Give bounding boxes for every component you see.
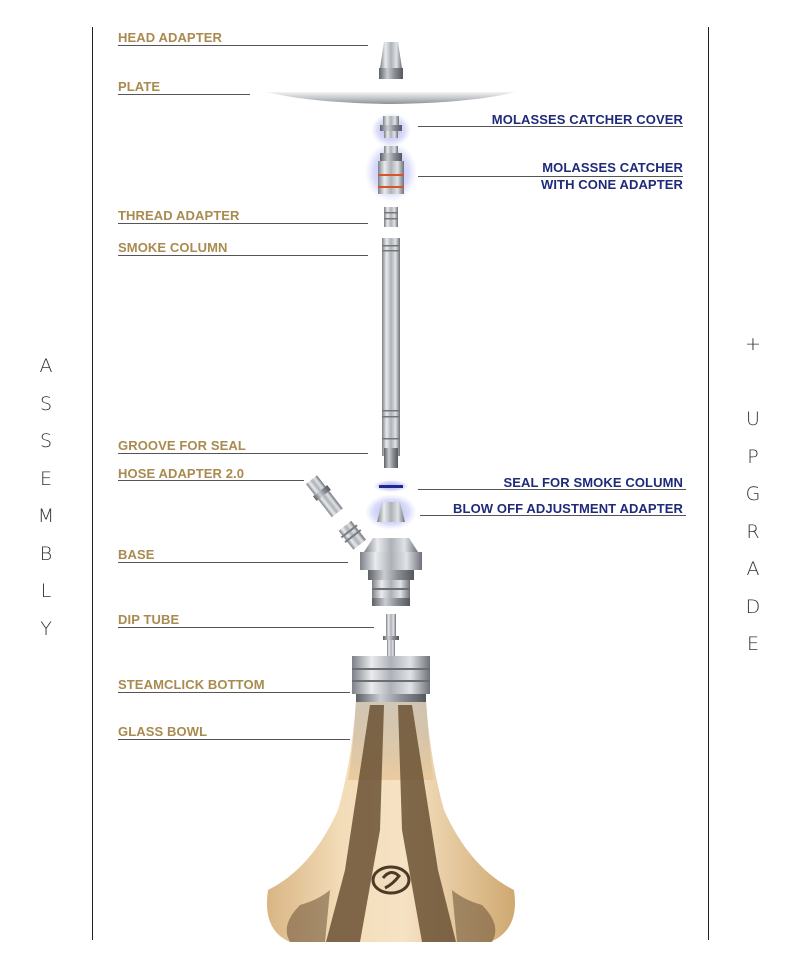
thread-adapter-part [384, 207, 398, 227]
leader-line [118, 627, 374, 628]
glass-bowl-part [266, 700, 515, 942]
left-frame-line [92, 27, 93, 940]
leader-line [418, 126, 683, 127]
base-part [338, 520, 422, 606]
leader-line [418, 489, 686, 490]
leader-line [118, 94, 250, 95]
label-molasses-catcher: MOLASSES CATCHER [542, 160, 683, 175]
label-thread-adapter: THREAD ADAPTER [118, 208, 240, 223]
assembly-letter: M [37, 505, 55, 527]
blow-off-adapter-part [365, 494, 417, 530]
upgrade-letter: G [745, 483, 761, 505]
label-hose-adapter: HOSE ADAPTER 2.0 [118, 466, 245, 481]
assembly-letter: Y [40, 617, 52, 640]
upgrade-letter: D [745, 595, 761, 618]
plate-part [266, 92, 516, 104]
upgrade-letter: U [746, 408, 760, 430]
upgrade-letter: E [746, 633, 759, 655]
label-dip-tube: DIP TUBE [118, 612, 180, 627]
leader-line [118, 255, 368, 256]
leader-line [118, 480, 304, 481]
head-adapter-part [379, 42, 403, 79]
hose-adapter-part [305, 475, 343, 518]
assembly-vertical-title: A S S E M B L Y [31, 348, 61, 648]
label-plate: PLATE [118, 79, 161, 94]
dip-tube-part [383, 614, 399, 658]
label-molasses-catcher-cover: MOLASSES CATCHER COVER [491, 112, 683, 127]
leader-line [118, 739, 350, 740]
steamclick-bottom-part [352, 656, 430, 702]
label-groove-for-seal: GROOVE FOR SEAL [118, 438, 246, 453]
molasses-catcher-part [365, 142, 417, 202]
assembly-letter: E [39, 467, 52, 490]
leader-line [118, 453, 368, 454]
right-frame-line [708, 27, 709, 940]
leader-line [420, 515, 686, 516]
label-with-cone-adapter: WITH CONE ADAPTER [540, 177, 683, 192]
leader-line [118, 223, 368, 224]
assembly-letter: S [39, 392, 53, 415]
upgrade-letter: R [746, 520, 760, 543]
label-base: BASE [118, 547, 155, 562]
assembly-letter: B [39, 542, 53, 565]
label-head-adapter: HEAD ADAPTER [118, 30, 223, 45]
leader-line [118, 45, 368, 46]
label-blow-off-adjustment-adapter: BLOW OFF ADJUSTMENT ADAPTER [453, 501, 683, 516]
label-glass-bowl: GLASS BOWL [118, 724, 208, 739]
leader-line [418, 176, 683, 177]
upgrade-letter: P [747, 445, 759, 468]
label-seal-for-smoke-column: SEAL FOR SMOKE COLUMN [503, 475, 683, 490]
upgrade-letter: + [745, 333, 761, 355]
assembly-letter: L [40, 580, 52, 602]
molasses-catcher-cover-part [371, 113, 411, 147]
upgrade-vertical-title: + U P G R A D E [738, 326, 768, 664]
seal-part [373, 480, 409, 492]
assembly-letter: A [39, 355, 53, 377]
label-smoke-column: SMOKE COLUMN [118, 240, 228, 255]
smoke-column-part [382, 238, 400, 468]
upgrade-letter: A [746, 558, 760, 580]
label-steamclick-bottom: STEAMCLICK BOTTOM [118, 677, 265, 692]
leader-line [118, 692, 350, 693]
assembly-letter: S [39, 430, 53, 452]
leader-line [118, 562, 348, 563]
